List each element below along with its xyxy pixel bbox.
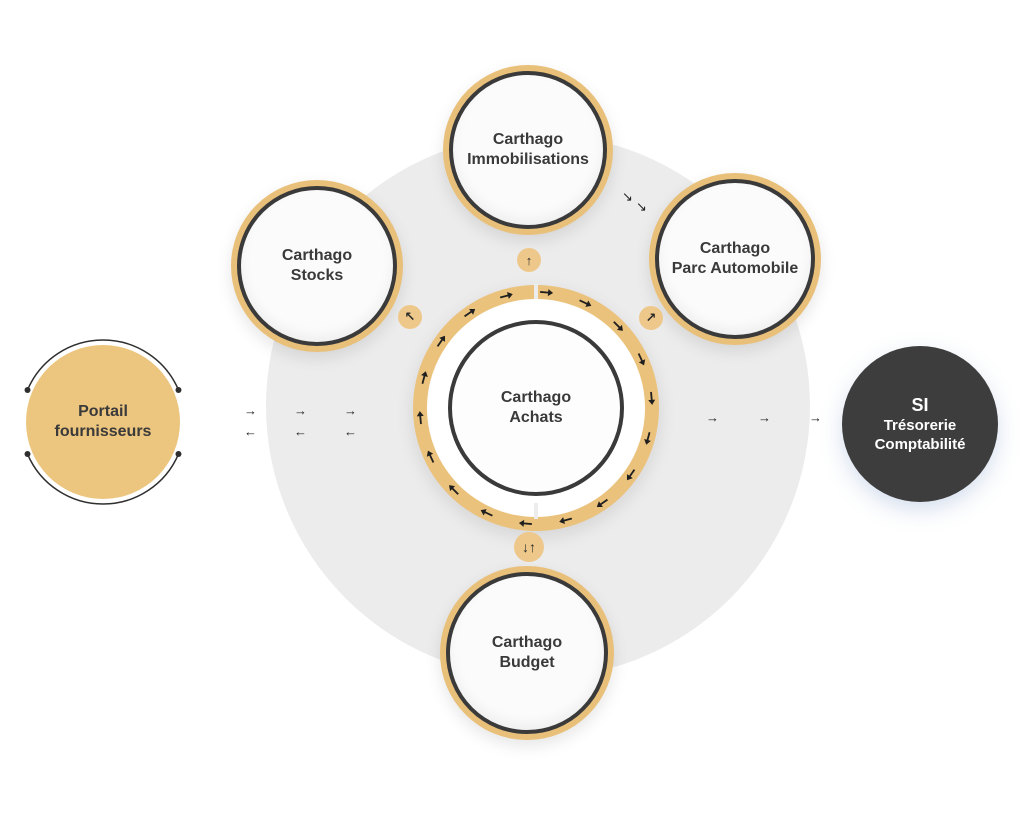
ring-arrow-head <box>518 519 525 527</box>
node-budget-line2: Budget <box>499 654 555 671</box>
ring-arrow-head <box>644 439 651 445</box>
ring-arrow-head <box>638 359 646 366</box>
flow-arrow-right-icon: → <box>809 410 822 425</box>
ring-arrow-head <box>616 324 623 331</box>
node-stocks-face: Carthago Stocks <box>237 186 397 346</box>
ring-arrow-icon <box>480 509 493 517</box>
ring-arrow-head <box>648 399 656 405</box>
node-parc-line2: Parc Automobile <box>671 260 799 277</box>
ring-arrow-head <box>585 300 592 307</box>
node-parc-automobile[interactable]: Carthago Parc Automobile <box>649 173 821 345</box>
ring-arrow-head <box>469 308 476 315</box>
ring-arrow-icon <box>436 335 445 347</box>
ring-arrow-head <box>547 289 554 297</box>
node-immobilisations-line1: Carthago <box>492 131 564 148</box>
badge-up-down-arrows-icon: ↓↑ <box>514 532 544 562</box>
ring-arrow-head <box>507 292 513 299</box>
ring-arrow-head <box>449 485 456 492</box>
ring-arrow-head <box>426 450 434 457</box>
flow-arrow-right-icon: → <box>294 403 307 418</box>
portail-bottom-arc-dot <box>24 451 31 458</box>
achats-ring-arrows <box>416 289 656 527</box>
node-stocks[interactable]: Carthago Stocks <box>231 180 403 352</box>
node-parc-face: Carthago Parc Automobile <box>655 179 815 339</box>
node-budget-line1: Carthago <box>491 634 563 651</box>
ring-arrow-icon <box>464 308 476 318</box>
ring-arrow-icon <box>613 321 623 331</box>
node-budget[interactable]: Carthago Budget <box>440 566 614 740</box>
ring-gap-top <box>534 283 538 299</box>
ring-arrow-icon <box>499 292 513 299</box>
ring-arrow-head <box>559 517 565 524</box>
flow-arrow-right-icon: → <box>344 403 357 418</box>
node-achats-line2: Achats <box>509 409 563 426</box>
node-achats-line1: Carthago <box>500 389 572 406</box>
node-budget-face: Carthago Budget <box>446 572 608 734</box>
portail-bottom-arc <box>26 453 180 505</box>
ring-arrow-head <box>416 411 424 417</box>
portail-top-arc <box>26 339 180 391</box>
ring-arrow-head <box>627 474 633 481</box>
ring-arrow-icon <box>637 353 646 366</box>
flow-arrow-left-icon: ← <box>244 424 257 439</box>
node-si-tresorerie-comptabilite[interactable]: SI Trésorerie Comptabilité <box>842 346 998 502</box>
node-si-line2: Trésorerie <box>883 417 957 434</box>
ring-arrow-icon <box>449 485 459 495</box>
flow-arrow-diagonal-icon: ↘ <box>622 189 633 204</box>
ring-arrow-icon <box>416 411 424 425</box>
badge-up-arrow-icon: ↑ <box>517 248 541 272</box>
node-parc-line1: Carthago <box>699 240 771 257</box>
node-immobilisations-line2: Immobilisations <box>467 151 589 168</box>
flow-arrow-diagonal-icon: ↘ <box>636 199 647 214</box>
ring-arrow-icon <box>421 371 428 385</box>
portail-arcs <box>24 339 182 505</box>
node-si-title: SI <box>911 395 929 415</box>
flow-arrow-left-icon: ← <box>344 424 357 439</box>
node-portail-fournisseurs[interactable]: Portail fournisseurs <box>26 345 180 499</box>
ring-arrow-icon <box>518 519 532 527</box>
portail-bottom-arc-dot <box>175 451 182 458</box>
ring-arrow-icon <box>579 299 592 307</box>
ring-arrow-icon <box>627 469 636 481</box>
ring-arrow-icon <box>559 517 573 524</box>
flow-arrow-right-icon: → <box>706 410 719 425</box>
node-achats-face: Carthago Achats <box>448 320 624 496</box>
badge-up-right-arrow-icon: ↗ <box>639 306 663 330</box>
node-portail-line1: Portail <box>78 403 128 420</box>
ring-arrow-icon <box>426 450 435 463</box>
node-portail-line2: fournisseurs <box>54 423 152 440</box>
node-si-line3: Comptabilité <box>874 436 966 453</box>
node-stocks-line2: Stocks <box>290 267 344 284</box>
flow-arrow-right-icon: → <box>758 410 771 425</box>
flow-arrow-right-icon: → <box>244 403 257 418</box>
node-immobilisations-face: Carthago Immobilisations <box>449 71 607 229</box>
ring-arrow-icon <box>596 498 608 508</box>
flow-arrow-left-icon: ← <box>294 424 307 439</box>
portail-top-arc-dot <box>24 386 31 393</box>
ring-gap-bottom <box>534 503 538 519</box>
ring-arrow-icon <box>540 289 554 297</box>
ring-arrow-head <box>439 335 445 342</box>
ring-arrow-head <box>421 371 428 377</box>
node-immobilisations[interactable]: Carthago Immobilisations <box>443 65 613 235</box>
ring-arrow-icon <box>644 431 651 445</box>
ring-arrow-head <box>480 509 487 516</box>
badge-up-left-arrow-icon: ↖ <box>398 305 422 329</box>
ring-arrow-head <box>596 501 603 508</box>
portail-top-arc-dot <box>175 386 182 393</box>
ring-arrow-icon <box>648 391 656 405</box>
node-stocks-line1: Carthago <box>281 247 353 264</box>
